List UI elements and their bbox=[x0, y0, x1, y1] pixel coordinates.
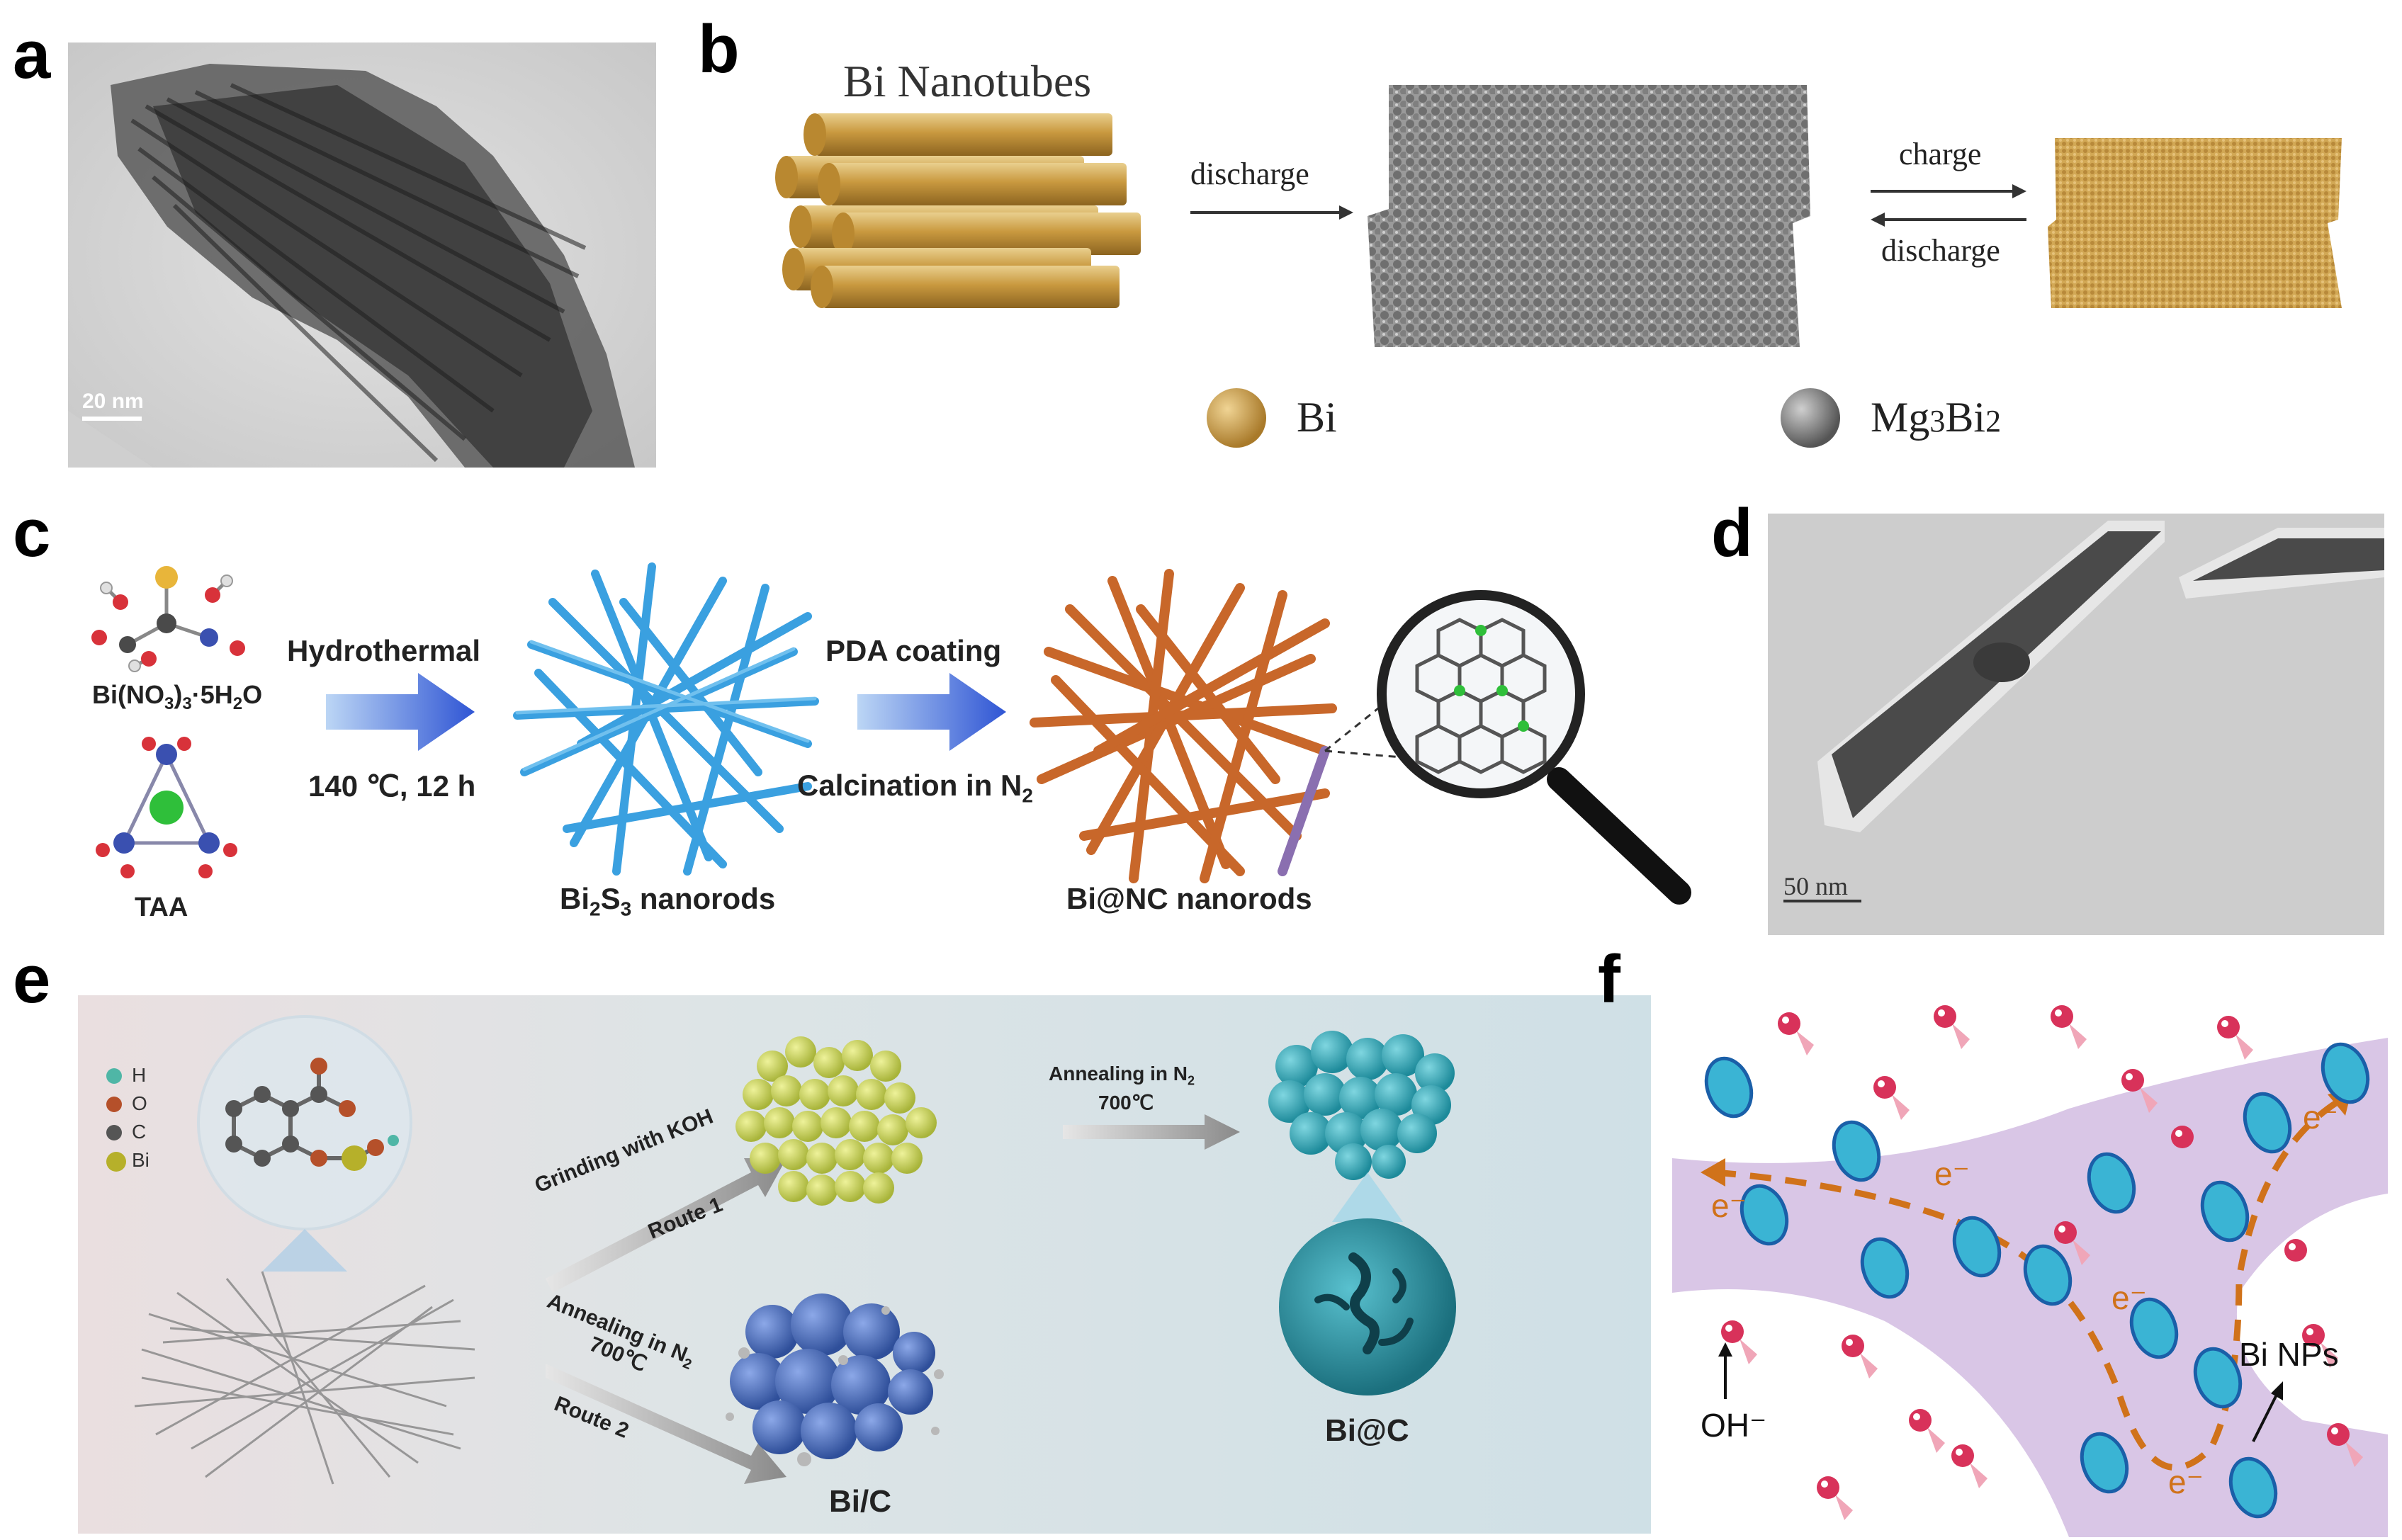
panel-label-e: e bbox=[13, 941, 51, 1017]
step2-bottom-label: Calcination in N2 bbox=[797, 769, 1033, 807]
step1-top-label: Hydrothermal bbox=[287, 634, 481, 667]
mg3bi2-legend-sphere bbox=[1781, 388, 1840, 448]
bi-nps-carbon-schematic bbox=[1672, 995, 2388, 1537]
legend-swatch-c bbox=[106, 1125, 122, 1140]
panel-label-a: a bbox=[13, 17, 51, 93]
bi-legend-sphere bbox=[1207, 388, 1266, 448]
legend-label-c: C bbox=[132, 1121, 147, 1143]
panel-label-c: c bbox=[13, 495, 51, 571]
step1-arrow bbox=[326, 673, 475, 751]
tem-image-a: 20 nm bbox=[68, 43, 656, 468]
anneal-arrow bbox=[1063, 1114, 1240, 1150]
legend-label-h: H bbox=[132, 1064, 147, 1086]
oh-label: OH⁻ bbox=[1701, 1407, 1767, 1444]
scale-bar-d bbox=[1783, 900, 1861, 902]
scale-bar-a bbox=[82, 417, 142, 421]
precursor-2-label: TAA bbox=[135, 893, 188, 922]
scale-bar-label-d: 50 nm bbox=[1783, 872, 1849, 900]
bi-nc-label: Bi@NC nanorods bbox=[1066, 882, 1312, 915]
bi-c-label: Bi/C bbox=[829, 1484, 891, 1519]
electron-label-2: e⁻ bbox=[1934, 1155, 1970, 1192]
step1-bottom-label: 140 ℃, 12 h bbox=[308, 769, 476, 803]
bi-legend-label: Bi bbox=[1297, 394, 1337, 441]
bi-nitrate-molecule bbox=[91, 566, 245, 672]
tem-nanorod-graphic bbox=[1768, 514, 2384, 935]
scale-bar-label-a: 20 nm bbox=[82, 390, 144, 413]
anneal-temp-label: 700℃ bbox=[1098, 1092, 1154, 1114]
discharge-arrow-1 bbox=[1190, 205, 1353, 220]
yellow-particle-cluster bbox=[735, 1036, 937, 1206]
panel-label-b: b bbox=[698, 11, 740, 87]
legend-label-o: O bbox=[132, 1092, 147, 1114]
bi2s3-nanorods bbox=[513, 562, 819, 876]
charge-label: charge bbox=[1899, 137, 1982, 171]
charge-discharge-arrows bbox=[1871, 184, 2026, 227]
tem-nanosheet-graphic bbox=[68, 43, 656, 468]
discharge-label-1: discharge bbox=[1190, 157, 1309, 191]
magnifier-graphene bbox=[1324, 590, 1691, 905]
bi-nanotubes-title: Bi Nanotubes bbox=[843, 56, 1092, 106]
electron-label-4: e⁻ bbox=[2303, 1099, 2338, 1136]
bi-nps-label: Bi NPs bbox=[2239, 1336, 2339, 1373]
legend-swatch-h bbox=[106, 1068, 122, 1084]
bi-block bbox=[2048, 135, 2345, 312]
panel-e-background: H O C Bi bbox=[78, 995, 1651, 1534]
electron-label-1: e⁻ bbox=[1711, 1187, 1747, 1224]
zoom-indicator bbox=[1332, 1172, 1403, 1222]
precursor-1-label: Bi(NO3)3·5H2O bbox=[92, 680, 263, 714]
panel-label-f: f bbox=[1598, 941, 1620, 1017]
route2-arrow bbox=[546, 1364, 786, 1484]
panel-f-background: e⁻ e⁻ e⁻ e⁻ e⁻ OH⁻ Bi NPs bbox=[1672, 995, 2388, 1537]
anneal-top-label: Annealing in N2 bbox=[1049, 1063, 1195, 1088]
tem-image-d: 50 nm bbox=[1768, 514, 2384, 935]
bi-at-c-zoom-sphere bbox=[1279, 1218, 1456, 1395]
bi-nc-nanorods bbox=[1030, 569, 1337, 883]
step2-arrow bbox=[857, 673, 1006, 751]
mg3bi2-block bbox=[1368, 81, 1821, 351]
route1-arrow bbox=[546, 1158, 786, 1293]
electron-label-5: e⁻ bbox=[2168, 1463, 2204, 1500]
nanotube-row-1 bbox=[804, 113, 1112, 156]
bi-at-c-label: Bi@C bbox=[1325, 1413, 1409, 1448]
electron-label-3: e⁻ bbox=[2111, 1279, 2147, 1316]
discharge-label-2: discharge bbox=[1881, 233, 2000, 268]
oh-ions bbox=[1721, 1005, 2363, 1520]
taa-molecule bbox=[96, 737, 237, 878]
teal-particle-cluster bbox=[1268, 1031, 1455, 1180]
mg3bi2-legend-label: Mg3Bi2 bbox=[1871, 394, 2002, 441]
step2-top-label: PDA coating bbox=[825, 634, 1002, 667]
legend-label-bi: Bi bbox=[132, 1149, 150, 1171]
panel-label-d: d bbox=[1711, 495, 1753, 571]
bi2s3-label: Bi2S3 nanorods bbox=[560, 882, 776, 920]
legend-swatch-o bbox=[106, 1097, 122, 1112]
blue-particle-cluster bbox=[726, 1293, 944, 1466]
bi-mof-precursor bbox=[134, 1015, 475, 1485]
bi-nanotubes-bundle bbox=[775, 113, 1141, 308]
legend-swatch-bi bbox=[106, 1152, 126, 1172]
